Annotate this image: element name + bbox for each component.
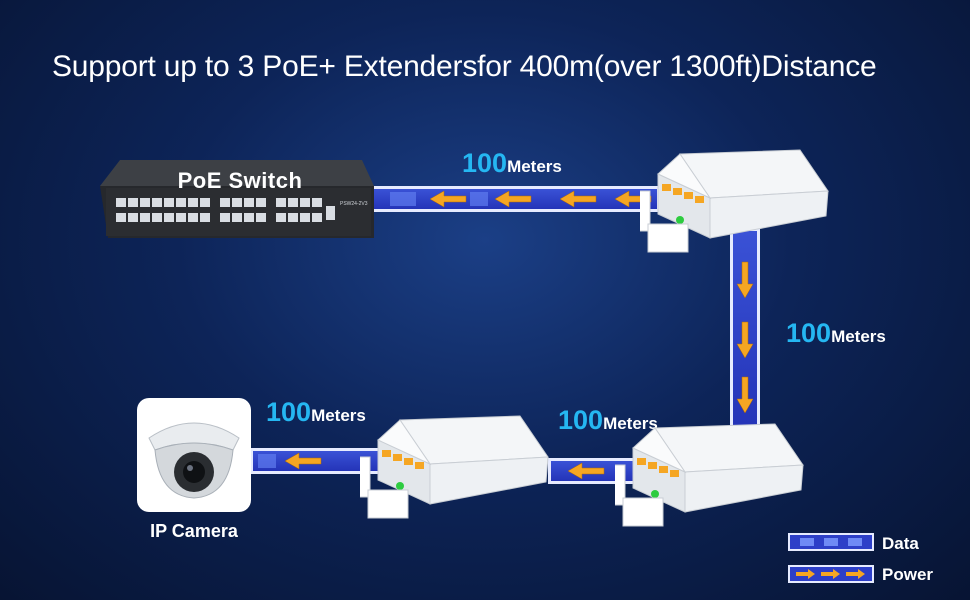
power-arrows-camera [258,452,322,470]
legend-data-swatch [788,533,874,551]
poe-switch-device [100,160,374,238]
ip-camera-label: IP Camera [150,521,238,541]
distance-label-right: 100Meters [786,318,886,348]
ip-camera-tile [137,398,251,512]
page-title: Support up to 3 PoE+ Extendersfor 400m(o… [52,50,877,83]
distance-label-top: 100Meters [462,148,562,178]
legend-data-label: Data [882,534,919,553]
distance-label-camera: 100Meters [266,397,366,427]
poe-extender-3 [360,415,549,519]
poe-extender-2 [615,423,804,527]
power-arrows-middle [567,462,605,480]
cable-switch-to-extender-1 [370,186,660,212]
poe-switch-label: PoE Switch [177,168,303,193]
legend-power-label: Power [882,565,934,584]
distance-label-middle: 100Meters [558,405,658,435]
poe-extender-1 [640,149,829,253]
legend-power-swatch [788,565,874,583]
power-arrows-vertical [736,261,754,414]
poe-switch-model: PSW24-2V3 [340,201,368,207]
dome-camera-icon [148,422,240,499]
power-arrows-top [390,190,652,208]
